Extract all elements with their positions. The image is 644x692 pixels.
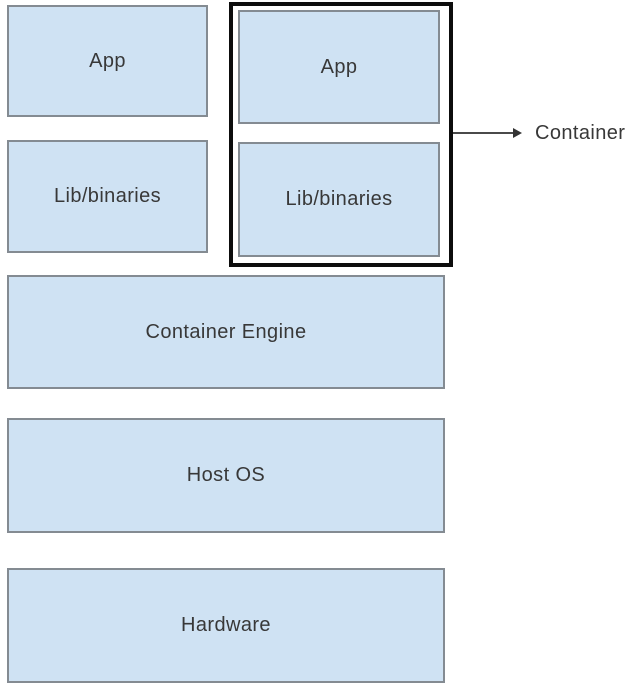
hardware-layer: Hardware [7, 568, 445, 683]
lib-binaries-box-host-label: Lib/binaries [53, 185, 162, 207]
host-os-layer: Host OS [7, 418, 445, 533]
app-box-host: App [7, 5, 208, 117]
container-engine-layer-label: Container Engine [145, 320, 307, 343]
hardware-layer-label: Hardware [181, 614, 271, 636]
lib-binaries-box-container: Lib/binaries [238, 142, 440, 257]
host-os-layer-label: Host OS [186, 464, 266, 486]
app-box-container: App [238, 10, 440, 124]
container-group-outline: App Lib/binaries [229, 2, 453, 267]
container-engine-layer: Container Engine [7, 275, 445, 389]
lib-binaries-box-container-label: Lib/binaries [285, 188, 393, 210]
app-box-host-label: App [89, 49, 126, 72]
container-callout-arrowhead-icon [513, 128, 522, 138]
container-callout-label: Container [535, 122, 626, 144]
container-callout-arrow-line [453, 132, 513, 134]
app-box-container-label: App [320, 55, 358, 78]
lib-binaries-box-host: Lib/binaries [7, 140, 208, 253]
